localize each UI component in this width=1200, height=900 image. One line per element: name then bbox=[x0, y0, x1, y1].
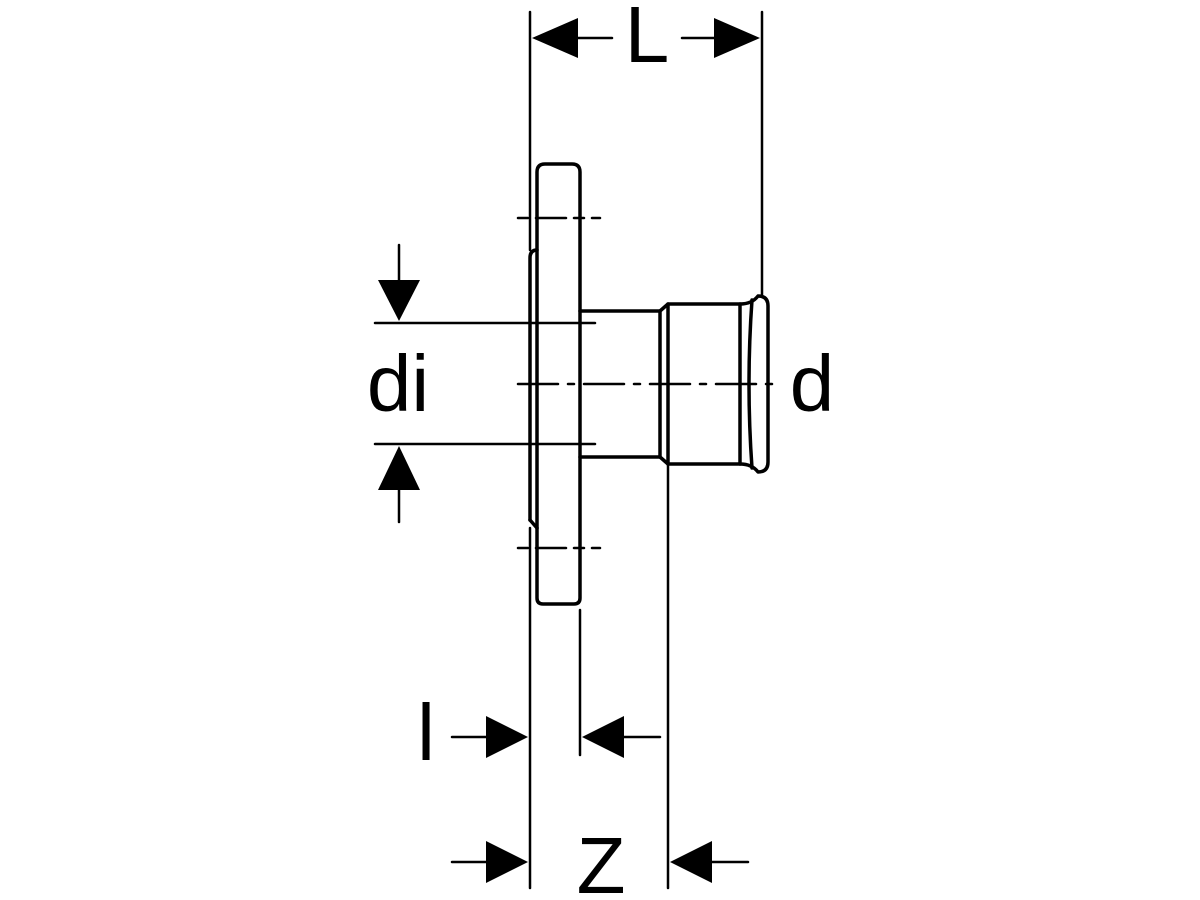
label-L: L bbox=[625, 0, 670, 79]
label-di: di bbox=[367, 339, 429, 428]
flange-plate bbox=[535, 162, 582, 606]
Z-arrow-right bbox=[670, 841, 712, 883]
flange-face-inner bbox=[528, 518, 539, 530]
di-arrow-bottom bbox=[378, 446, 420, 490]
L-arrow-right bbox=[714, 18, 760, 58]
flange-face bbox=[528, 248, 539, 522]
l-arrow-left bbox=[486, 716, 528, 758]
l-arrow-right bbox=[582, 716, 624, 758]
Z-arrow-left bbox=[486, 841, 528, 883]
di-arrow-top bbox=[378, 280, 420, 321]
label-Z: Z bbox=[577, 821, 626, 900]
L-arrow-left bbox=[532, 18, 578, 58]
label-d: d bbox=[790, 339, 835, 428]
label-l: l bbox=[417, 688, 435, 777]
pipe-stub bbox=[578, 309, 662, 459]
